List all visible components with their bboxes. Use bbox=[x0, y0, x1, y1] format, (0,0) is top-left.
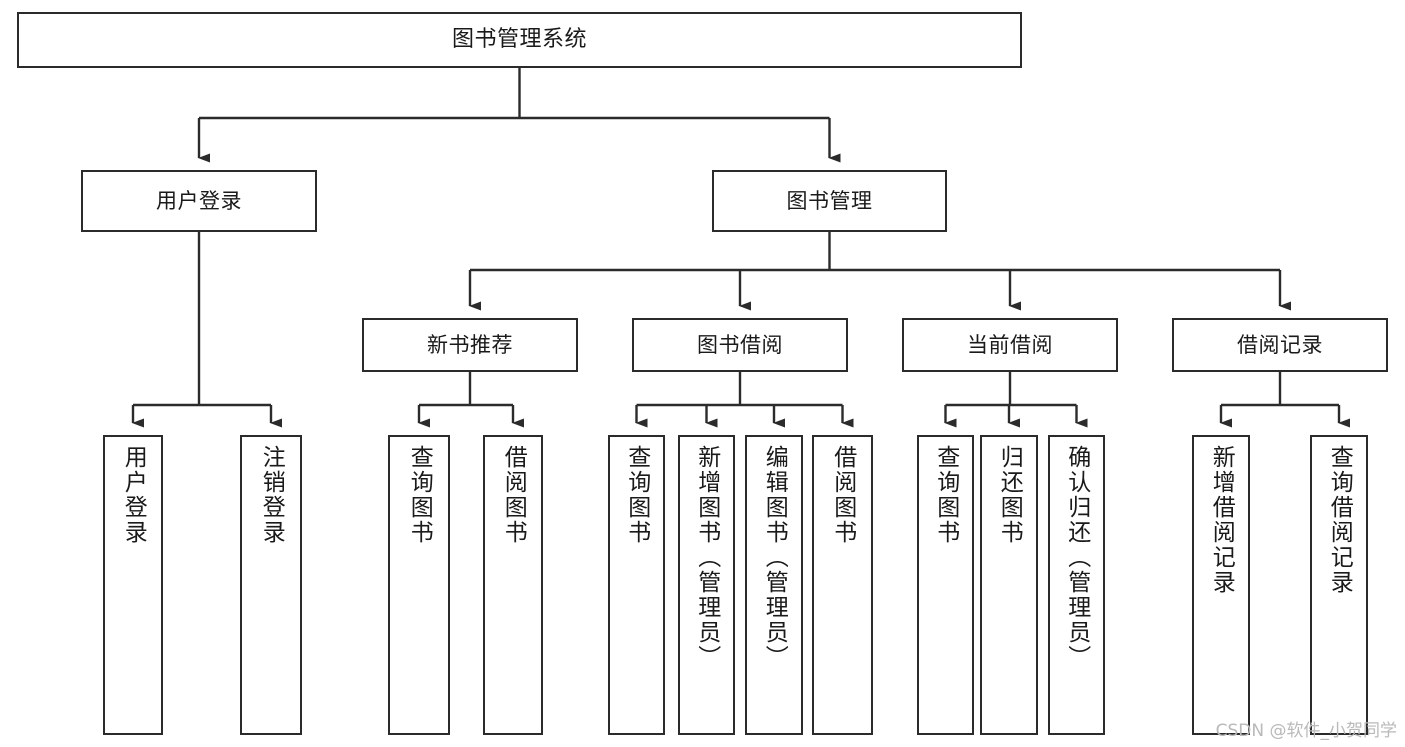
node-label: 借阅记录 bbox=[1237, 332, 1323, 357]
node-label: 新增借阅记录 bbox=[1208, 445, 1235, 595]
node-user-login: 用户登录 bbox=[81, 170, 317, 232]
node-label: 注销登录 bbox=[258, 445, 285, 545]
node-leaf-logout: 注销登录 bbox=[240, 435, 302, 735]
node-label: 图书管理系统 bbox=[451, 27, 587, 53]
node-label: 借阅图书 bbox=[500, 445, 527, 545]
node-label: 当前借阅 bbox=[967, 332, 1053, 357]
node-label: 查询借阅记录 bbox=[1326, 445, 1353, 595]
node-leaf-add-book: 新增图书（管理员） bbox=[678, 435, 735, 735]
node-leaf-add-record: 新增借阅记录 bbox=[1192, 435, 1250, 735]
node-label: 新书推荐 bbox=[427, 332, 513, 357]
node-label: 归还图书 bbox=[996, 445, 1023, 545]
node-label: 图书借阅 bbox=[697, 332, 783, 357]
node-label: 图书管理 bbox=[786, 188, 873, 213]
node-leaf-user-login: 用户登录 bbox=[103, 435, 163, 735]
node-leaf-query-book-2: 查询图书 bbox=[608, 435, 665, 735]
node-book-manage: 图书管理 bbox=[712, 170, 947, 232]
node-label: 查询图书 bbox=[406, 445, 433, 545]
node-label: 新增图书（管理员） bbox=[693, 445, 720, 670]
node-leaf-query-book-1: 查询图书 bbox=[388, 435, 450, 735]
node-borrow-record: 借阅记录 bbox=[1172, 318, 1388, 372]
node-label: 编辑图书（管理员） bbox=[761, 445, 788, 670]
node-label: 用户登录 bbox=[156, 188, 242, 213]
csdn-watermark: CSDN @软件_小贺同学 bbox=[1215, 721, 1397, 741]
node-label: 确认归还（管理员） bbox=[1063, 445, 1090, 670]
node-leaf-query-record: 查询借阅记录 bbox=[1310, 435, 1368, 735]
node-label: 用户登录 bbox=[120, 445, 147, 545]
node-leaf-return-book: 归还图书 bbox=[980, 435, 1038, 735]
node-leaf-confirm-return: 确认归还（管理员） bbox=[1048, 435, 1105, 735]
node-leaf-borrow-book-1: 借阅图书 bbox=[483, 435, 543, 735]
node-label: 借阅图书 bbox=[829, 445, 856, 545]
node-label: 查询图书 bbox=[623, 445, 650, 545]
node-leaf-query-book-3: 查询图书 bbox=[917, 435, 974, 735]
node-current-borrow: 当前借阅 bbox=[902, 318, 1118, 372]
node-leaf-borrow-book-2: 借阅图书 bbox=[812, 435, 873, 735]
node-root: 图书管理系统 bbox=[17, 12, 1022, 68]
node-leaf-edit-book: 编辑图书（管理员） bbox=[745, 435, 803, 735]
node-book-borrow: 图书借阅 bbox=[632, 318, 848, 372]
node-new-book-rec: 新书推荐 bbox=[362, 318, 578, 372]
node-label: 查询图书 bbox=[932, 445, 959, 545]
